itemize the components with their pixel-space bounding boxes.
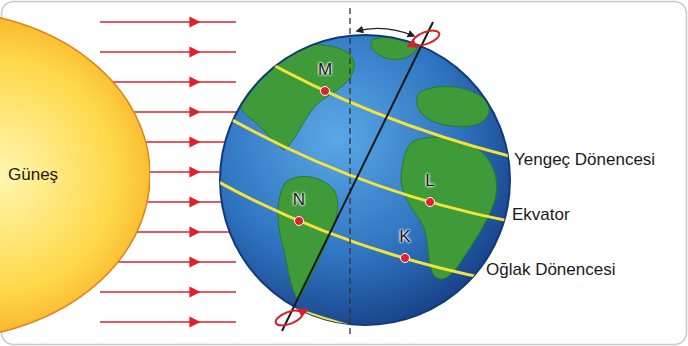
sun-ray (195, 321, 236, 323)
latitude-label: Oğlak Dönencesi (486, 260, 615, 280)
location-dots (295, 87, 435, 263)
sun-ray (195, 291, 236, 293)
rotation-arrows (274, 28, 441, 329)
sun-ray (100, 51, 195, 53)
sun-ray (195, 81, 236, 83)
earth-axis (282, 22, 433, 331)
sun-ray (195, 21, 236, 23)
sun-ray (100, 321, 195, 323)
latitude-label: Ekvator (512, 205, 570, 225)
vertical-reference (349, 8, 350, 338)
sun-shape: Güneş (0, 10, 150, 340)
latitude-lines (200, 0, 530, 345)
point-label: N (293, 190, 305, 210)
sun-ray (100, 21, 195, 23)
point-label: M (318, 60, 332, 80)
tilt-arrow (357, 28, 414, 36)
point-label: K (399, 227, 410, 247)
sun-ray (195, 261, 236, 263)
sun-ray (195, 111, 236, 113)
latitude-label: Yengeç Dönencesi (514, 150, 655, 170)
sun-label: Güneş (8, 165, 58, 185)
point-label: L (425, 171, 434, 191)
sun-ray (100, 291, 195, 293)
sun-ray (195, 51, 236, 53)
